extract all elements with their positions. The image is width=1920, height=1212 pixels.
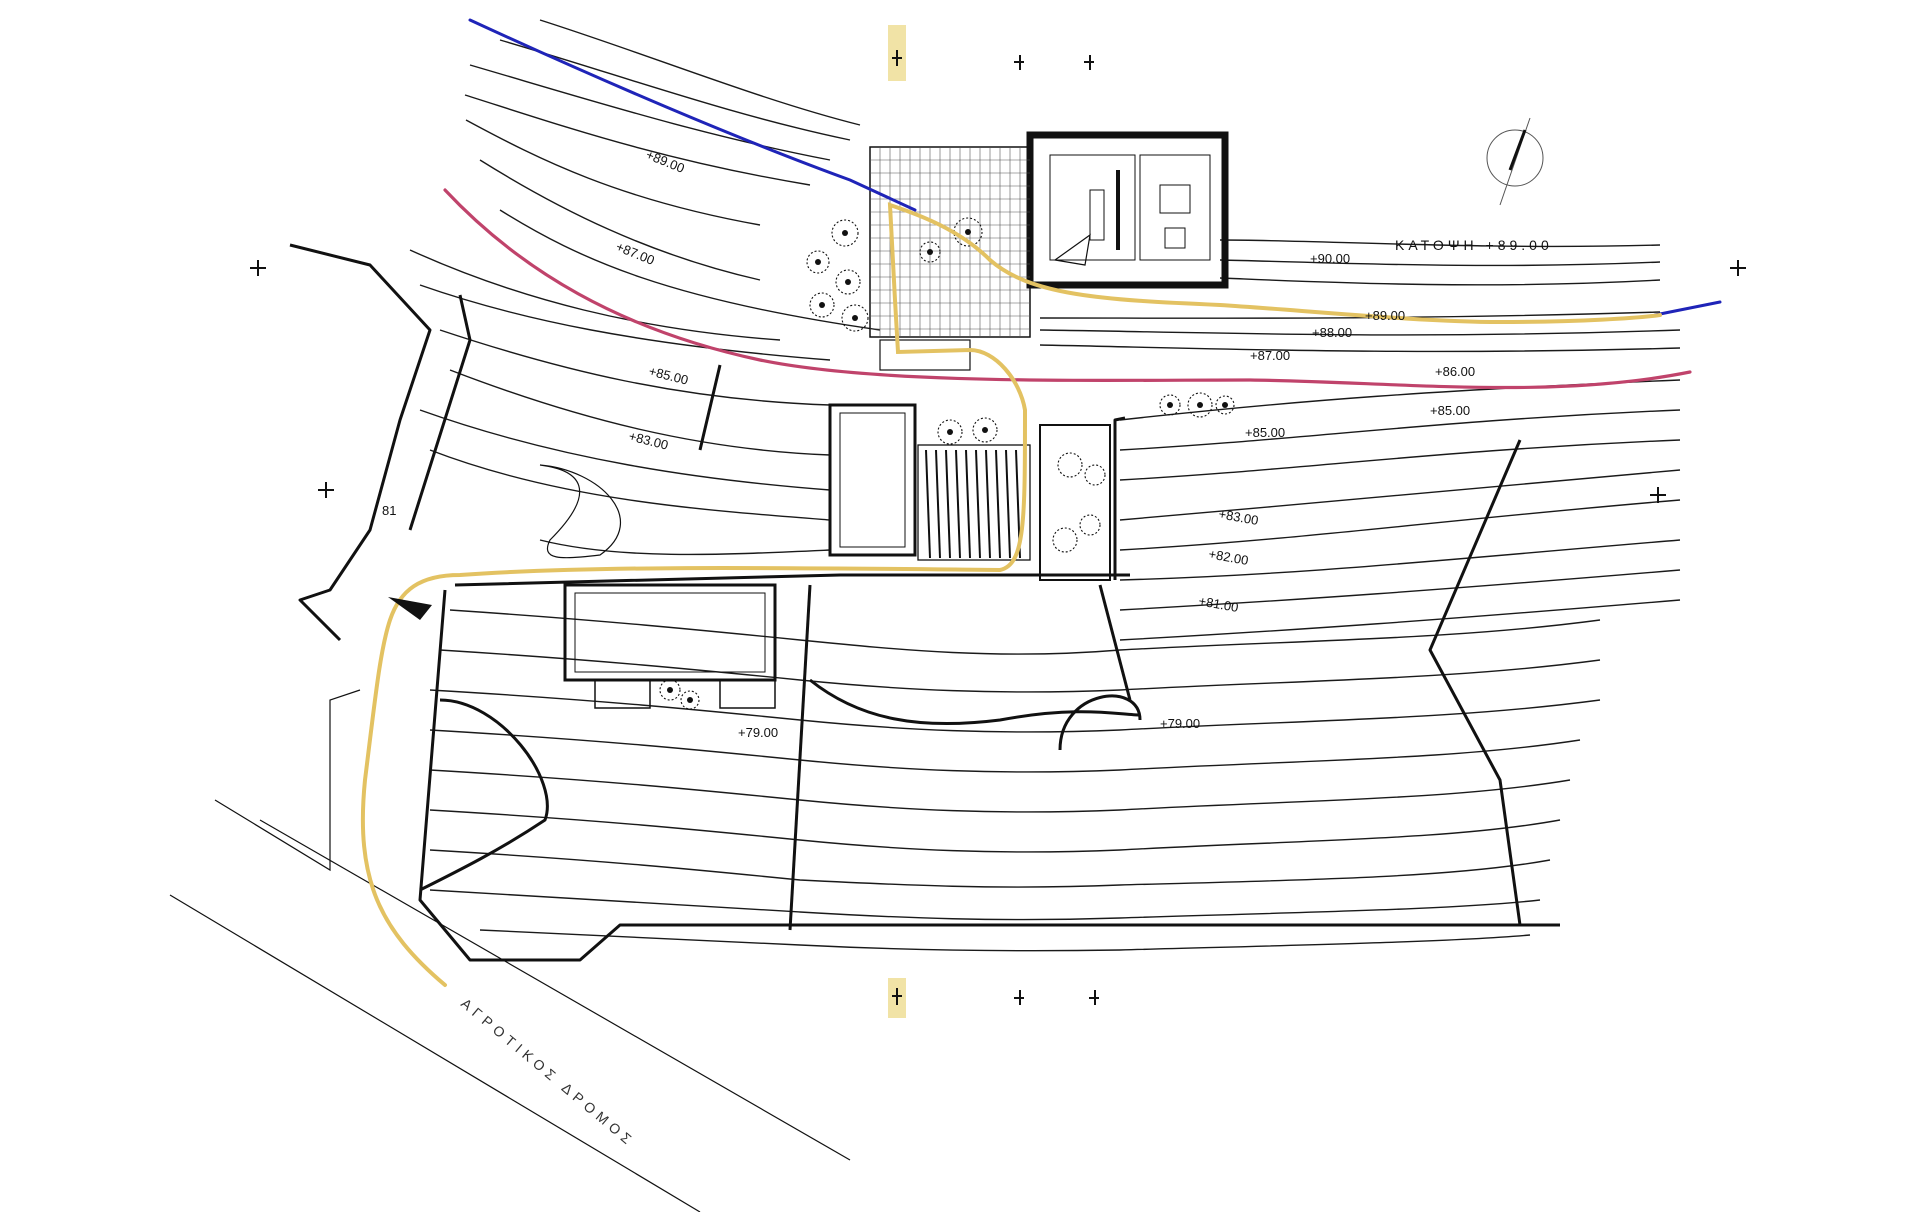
level-label: +89.00: [1365, 308, 1405, 323]
blue-line-right: [1653, 300, 1722, 317]
entry-arrow-icon: [388, 597, 432, 620]
site-contours: [409, 249, 1681, 641]
level-label: +79.00: [738, 725, 778, 740]
level-label: +85.00: [1245, 425, 1285, 440]
upper-contours: [464, 19, 1681, 353]
plan-title: ΚΑΤΟΨΗ +89.00: [1395, 237, 1553, 253]
level-label: +86.00: [1435, 364, 1475, 379]
garden-arcs: [419, 464, 1142, 892]
main-house: [1026, 131, 1229, 289]
upper-pool: [828, 403, 917, 557]
section-markers: [250, 25, 1746, 1018]
pergola: [917, 416, 1126, 581]
level-label: +82.00: [1207, 546, 1249, 568]
trees: [659, 217, 1235, 710]
road-label: ΑΓΡΟΤΙΚΟΣ ΔΡΟΜΟΣ: [458, 995, 638, 1150]
level-label: +79.00: [1160, 716, 1200, 731]
level-label: +85.00: [1430, 403, 1470, 418]
level-label: +87.00: [614, 239, 657, 268]
level-label: +81.00: [1197, 593, 1239, 615]
level-label: +83.00: [1217, 506, 1259, 528]
lower-pool: [563, 583, 777, 709]
yellow-path: [360, 202, 1662, 987]
blue-line-top: [468, 18, 917, 212]
red-line: [443, 188, 1692, 390]
level-label: +85.00: [647, 363, 690, 387]
lower-contours: [429, 609, 1601, 952]
level-label: +89.00: [644, 147, 687, 176]
level-label: +88.00: [1312, 325, 1352, 340]
level-label: +90.00: [1310, 251, 1350, 266]
north-arrow-icon: [1486, 117, 1544, 206]
boundary-walls: [169, 243, 1560, 1212]
level-label: +83.00: [627, 428, 670, 452]
level-label: +87.00: [1250, 348, 1290, 363]
level-label: 81: [382, 503, 396, 518]
